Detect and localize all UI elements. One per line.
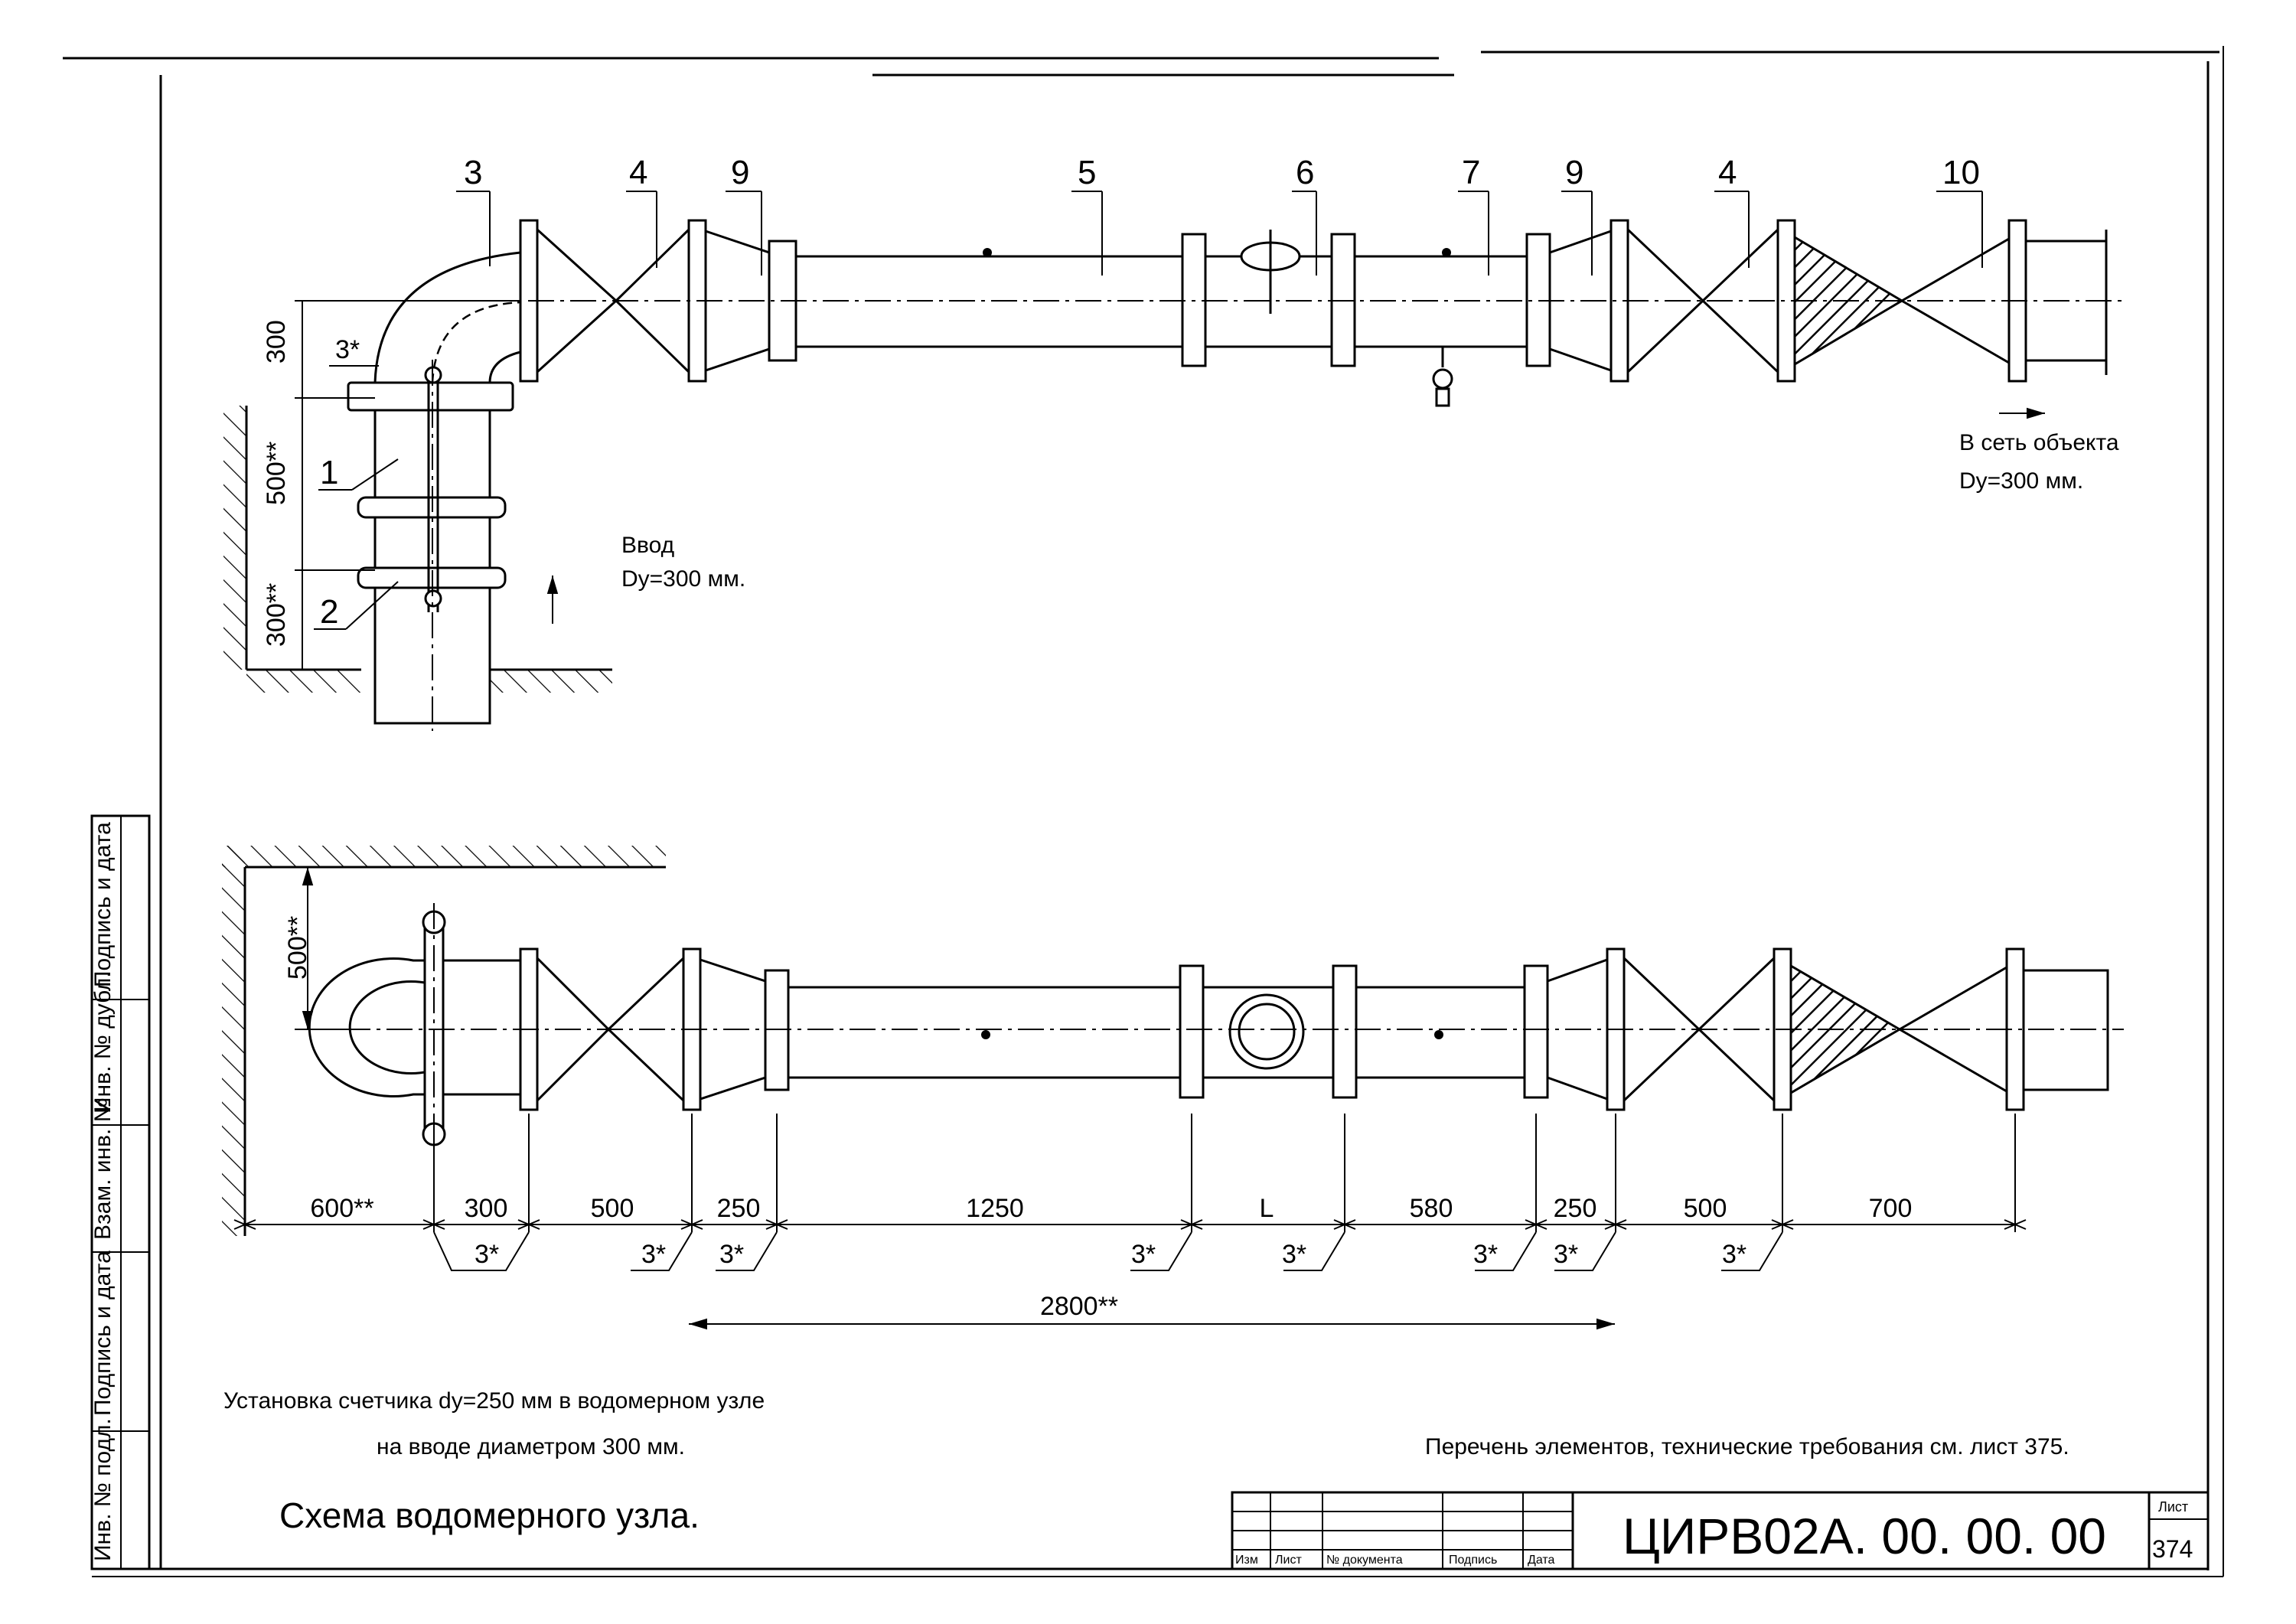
callout-10: 10 (1942, 154, 1980, 191)
tb-header-doc: № документа (1326, 1554, 1403, 1567)
callout-2: 2 (320, 593, 338, 631)
callout-5: 5 (1078, 154, 1096, 191)
callout-9-right: 9 (1565, 154, 1583, 191)
dimension-arrow (2004, 1219, 2027, 1230)
tb-header-date: Дата (1528, 1554, 1555, 1567)
joint-mark-2: 3* (641, 1240, 666, 1269)
sheet-number: 374 (2152, 1535, 2193, 1563)
dim-3star-elbow: 3* (335, 335, 360, 364)
dim-300: 300 (465, 1194, 508, 1223)
callout-9-left: 9 (731, 154, 749, 191)
dimension-chain: 600** 300 500 250 1250 L 580 250 500 700… (233, 1114, 2027, 1330)
joint-mark-3: 3* (719, 1240, 744, 1269)
dim-250-left: 250 (717, 1194, 761, 1223)
dim-500-vertical: 500** (262, 442, 291, 505)
dim-300-vertical: 300 (262, 320, 291, 364)
dimension-arrow (1525, 1219, 1548, 1230)
reference-note: Перечень элементов, технические требован… (1425, 1434, 2069, 1459)
dim-500-left: 500 (591, 1194, 634, 1223)
dimension-arrow (765, 1219, 788, 1230)
stamp-inv-dup: Инв. № дубл. (90, 971, 116, 1114)
joint-leader (1130, 1231, 1192, 1271)
tb-header-list: Лист (1275, 1554, 1302, 1567)
joint-mark-7: 3* (1554, 1240, 1578, 1269)
dim-L: L (1260, 1194, 1274, 1223)
inlet-diameter: Dy=300 мм. (621, 566, 745, 592)
dim-500-right: 500 (1684, 1194, 1727, 1223)
callout-4-left: 4 (629, 154, 647, 191)
joint-leader (1475, 1231, 1537, 1271)
elevation-view: 3 4 9 5 6 7 9 4 10 1 2 300 500** 300** 3… (223, 154, 2124, 731)
sheet-frame (63, 46, 2224, 1577)
caption-line-1: Установка счетчика dy=250 мм в водомерно… (223, 1388, 765, 1414)
dim-1250: 1250 (966, 1194, 1024, 1223)
stamp-inv-orig: Инв. № подл. (90, 1418, 116, 1561)
callout-4-right: 4 (1718, 154, 1737, 191)
dim-600: 600** (310, 1194, 373, 1223)
dim-250-right: 250 (1554, 1194, 1597, 1223)
side-stamp: Инв. № подл. Подпись и дата Взам. инв. №… (90, 814, 151, 1570)
tb-header-sign: Подпись (1449, 1554, 1497, 1567)
dimension-arrow (680, 1219, 703, 1230)
plan-wall-dim: 500** (283, 916, 312, 980)
dimension-arrow (517, 1219, 540, 1230)
outlet-label: В сеть объекта (1959, 430, 2119, 455)
drawing-code: ЦИРВ02А. 00. 00. 00 (1623, 1508, 2106, 1564)
plan-view: 500** (222, 846, 2124, 1236)
callout-1: 1 (320, 454, 338, 491)
dim-2800: 2800** (1040, 1292, 1118, 1321)
stamp-sign-date-2: Подпись и дата (90, 822, 116, 987)
caption-line-2: на вводе диаметром 300 мм. (377, 1434, 685, 1459)
joint-mark-4: 3* (1131, 1240, 1156, 1269)
stamp-replacement: Взам. инв. № (90, 1097, 116, 1240)
joint-leader (433, 1231, 505, 1271)
joint-mark-6: 3* (1473, 1240, 1498, 1269)
dimension-arrow (422, 1219, 445, 1230)
dim-700: 700 (1869, 1194, 1913, 1223)
joint-mark-5: 3* (1282, 1240, 1306, 1269)
callout-6: 6 (1296, 154, 1314, 191)
joint-leader (1721, 1231, 1783, 1271)
joint-leader (631, 1231, 693, 1271)
joint-mark-1: 3* (475, 1240, 499, 1269)
callout-3: 3 (464, 154, 482, 191)
dimension-arrow (1180, 1219, 1203, 1230)
dimension-arrow (1604, 1219, 1627, 1230)
dim-580: 580 (1410, 1194, 1453, 1223)
dimension-arrow (1771, 1219, 1794, 1230)
joint-leader (716, 1231, 778, 1271)
stamp-sign-date-1: Подпись и дата (90, 1251, 116, 1416)
outlet-diameter: Dy=300 мм. (1959, 468, 2083, 494)
callout-7: 7 (1462, 154, 1480, 191)
dimension-arrow (1333, 1219, 1356, 1230)
dimension-arrow (233, 1219, 256, 1230)
joint-leader (1554, 1231, 1616, 1271)
dim-300-lower: 300** (262, 583, 291, 647)
scheme-title: Схема водомерного узла. (279, 1495, 700, 1535)
sheet-label: Лист (2158, 1499, 2188, 1515)
inlet-label: Ввод (621, 533, 674, 558)
joint-mark-8: 3* (1722, 1240, 1746, 1269)
tb-header-izm: Изм (1235, 1554, 1258, 1567)
title-block: Изм Лист № документа Подпись Дата ЦИРВ02… (1231, 1491, 2210, 1570)
joint-leader (1283, 1231, 1345, 1271)
